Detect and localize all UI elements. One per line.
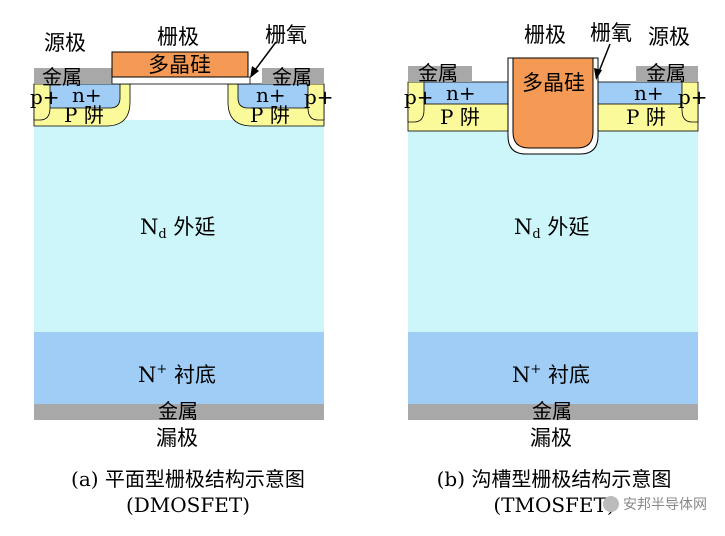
- p-plus-left: [33, 83, 51, 121]
- oxide-arrowhead-right: [594, 68, 602, 80]
- drain-label-left: 漏极: [156, 426, 198, 450]
- poly-label-left: 多晶硅: [148, 53, 211, 77]
- p-well-right: [595, 102, 699, 132]
- caption-left: (a) 平面型栅极结构示意图 (DMOSFET): [28, 466, 348, 518]
- caption-right-line1: (b) 沟槽型栅极结构示意图: [436, 467, 672, 491]
- dmosfet-diagram: 源极 栅极 栅氧 多晶硅 金属 金属 p+ p+ n+ n+ P 阱 P 阱 N…: [30, 23, 334, 450]
- gate-label-right: 栅极: [524, 23, 566, 47]
- source-label-left: 源极: [44, 31, 86, 55]
- nplus-label-left-a: n+: [72, 83, 102, 107]
- metal-label-right-b: 金属: [646, 61, 686, 85]
- poly-gate-planar: [111, 51, 249, 78]
- p-plus-right: [681, 81, 699, 123]
- p-plus-left: [407, 81, 425, 123]
- nplus-label-right-b: n+: [634, 81, 664, 105]
- drain-label-right: 漏极: [530, 426, 572, 450]
- watermark-logo-icon: [603, 496, 619, 512]
- substrate-label-right: N+ 衬底: [512, 362, 590, 387]
- p-well-left: [407, 102, 511, 132]
- source-metal-right: [262, 68, 324, 84]
- n-plus-left: [47, 83, 121, 109]
- p-plus-right: [307, 83, 325, 121]
- oxide-label-right: 栅氧: [590, 21, 632, 45]
- source-metal-left: [408, 66, 472, 82]
- oxide-arrowhead-left: [250, 66, 259, 78]
- pwell-label-right-b: P 阱: [626, 105, 666, 129]
- bottom-metal-label-left: 金属: [158, 399, 198, 423]
- substrate-label-left: N+ 衬底: [138, 362, 216, 387]
- watermark-text: 安邦半导体网: [623, 497, 707, 513]
- caption-right-line2: (TMOSFET): [493, 493, 615, 517]
- n-substrate-layer: [34, 332, 324, 404]
- pplus-label-right-b: p+: [678, 85, 708, 109]
- nplus-label-left-b: n+: [256, 83, 286, 107]
- watermark: 安邦半导体网: [603, 494, 707, 514]
- oxide-arrow-right: [597, 43, 611, 75]
- pwell-label-left-a: P 阱: [64, 103, 104, 127]
- source-label-right: 源极: [648, 25, 690, 49]
- caption-right: (b) 沟槽型栅极结构示意图 (TMOSFET): [394, 466, 714, 518]
- poly-label-right: 多晶硅: [522, 71, 585, 95]
- pplus-label-left-b: p+: [304, 85, 334, 109]
- nplus-label-right-a: n+: [446, 81, 476, 105]
- source-metal-right: [636, 66, 698, 82]
- bottom-metal-label-right: 金属: [532, 399, 572, 423]
- caption-left-line1: (a) 平面型栅极结构示意图: [71, 467, 305, 491]
- drain-metal-layer: [34, 404, 324, 420]
- oxide-arrow-left: [251, 41, 277, 75]
- epi-label-left: Nd 外延: [140, 215, 215, 242]
- gate-oxide-planar: [111, 76, 251, 85]
- oxide-label-left: 栅氧: [265, 23, 307, 47]
- metal-label-left-b: 金属: [272, 65, 312, 89]
- metal-label-right-a: 金属: [418, 61, 458, 85]
- n-plus-right: [237, 83, 311, 109]
- pplus-label-left-a: p+: [30, 85, 60, 109]
- pwell-label-right-a: P 阱: [440, 105, 480, 129]
- pwell-label-left-b: P 阱: [250, 103, 290, 127]
- n-epi-layer: [408, 130, 698, 332]
- pplus-label-right-a: p+: [404, 85, 434, 109]
- source-metal-left: [34, 68, 128, 84]
- caption-left-line2: (DMOSFET): [125, 493, 251, 517]
- drain-metal-layer: [408, 404, 698, 420]
- metal-label-left-a: 金属: [42, 65, 82, 89]
- n-substrate-layer: [408, 332, 698, 404]
- n-epi-layer: [34, 120, 324, 332]
- tmosfet-diagram: 栅极 栅氧 源极 多晶硅 金属 金属 p+ p+ n+ n+ P 阱 P 阱 N…: [404, 21, 708, 450]
- poly-gate-trench: [512, 57, 594, 149]
- gate-label-left: 栅极: [157, 25, 199, 49]
- epi-label-right: Nd 外延: [514, 215, 589, 242]
